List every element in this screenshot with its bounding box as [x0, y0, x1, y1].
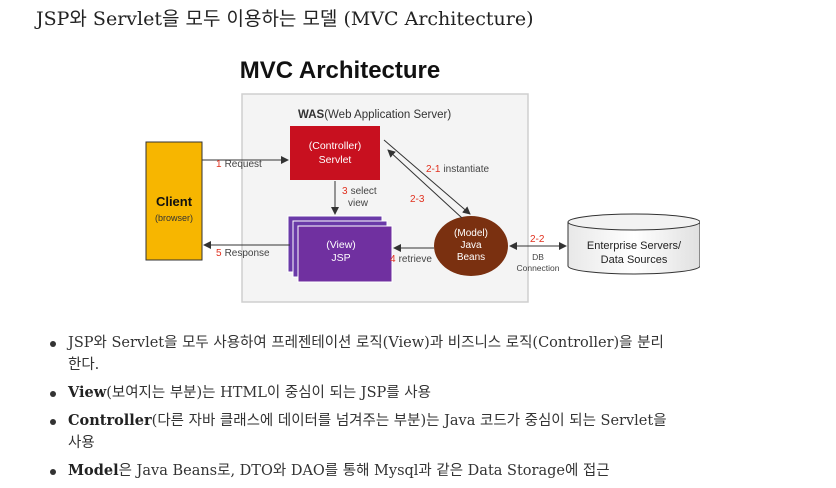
controller-title: (Controller): [309, 140, 362, 152]
step-2-2-label: 2-2: [530, 234, 545, 245]
view-title: (View): [326, 239, 356, 251]
controller-box: [290, 126, 380, 180]
database-cylinder-top: [567, 213, 700, 231]
section-heading: JSP와 Servlet을 모두 이용하는 모델 (MVC Architectu…: [36, 8, 534, 30]
list-item: JSP와 Servlet을 모두 사용하여 프레젠테이션 로직(View)과 비…: [48, 332, 768, 376]
model-subtitle-2: Beans: [457, 252, 485, 263]
database-label-1: Enterprise Servers/: [587, 240, 682, 252]
list-item: Controller(다른 자바 클래스에 데이터를 넘겨주는 부분)는 Jav…: [48, 410, 768, 454]
model-subtitle-1: Java: [460, 240, 482, 251]
client-subtitle: (browser): [155, 213, 193, 223]
db-connection-label-1: DB: [532, 252, 544, 262]
description-list: JSP와 Servlet을 모두 사용하여 프레젠테이션 로직(View)과 비…: [48, 332, 768, 488]
model-ellipse: [434, 216, 508, 276]
database-cylinder: [567, 222, 700, 275]
database-label-2: Data Sources: [601, 254, 668, 266]
was-label: WAS(Web Application Server): [298, 109, 451, 121]
arrow-instantiate: [383, 139, 471, 215]
model-title: (Model): [454, 228, 488, 239]
view-subtitle: JSP: [331, 252, 350, 264]
mvc-architecture-diagram: MVC Architecture WAS(Web Application Ser…: [145, 57, 700, 303]
list-item: View(보여지는 부분)는 HTML이 중심이 되는 JSP를 사용: [48, 382, 768, 404]
list-item: Model은 Java Beans로, DTO와 DAO를 통해 Mysql과 …: [48, 460, 768, 482]
controller-subtitle: Servlet: [319, 154, 352, 166]
step-3-label-line2: view: [348, 198, 369, 209]
diagram-title: MVC Architecture: [240, 57, 440, 84]
view-box: [297, 225, 393, 283]
client-box: [145, 141, 203, 261]
client-title: Client: [156, 194, 193, 209]
arrow-model-to-controller: [387, 149, 463, 219]
step-2-3-label: 2-3: [410, 194, 425, 205]
db-connection-label-2: Connection: [516, 263, 559, 273]
